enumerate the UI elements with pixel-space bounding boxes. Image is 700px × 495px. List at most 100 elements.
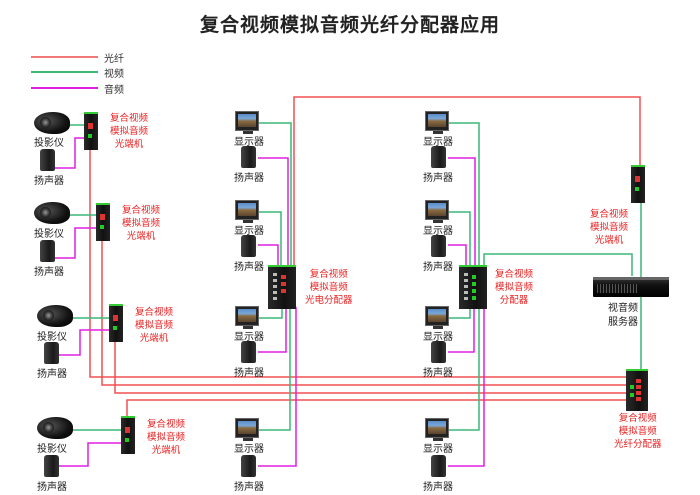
fiber-wires <box>89 96 641 430</box>
label-line: 视音频 <box>608 303 638 314</box>
label-line: 复合视频 <box>135 307 174 318</box>
speaker-icon <box>241 146 256 168</box>
monitor-label: 显示器 <box>423 332 453 343</box>
legend-label-audio: 音频 <box>104 85 124 96</box>
audio-wire <box>258 307 287 353</box>
projector-label: 投影仪 <box>34 229 64 240</box>
label-line: 光纤分配器 <box>614 439 662 450</box>
diagram-title: 复合视频模拟音频光纤分配器应用 <box>199 14 500 36</box>
label-line: 模拟音频 <box>590 222 629 233</box>
speaker-label: 扬声器 <box>234 173 264 184</box>
label-line: 光端机 <box>126 231 156 242</box>
label-line: 光端机 <box>594 235 624 246</box>
fiber-distributor-icon <box>626 369 648 411</box>
fiber-distributor-label: 复合视频 模拟音频 光纤分配器 <box>614 412 662 451</box>
optical-transceiver-icon <box>121 416 135 454</box>
label-line: 复合视频 <box>590 209 629 220</box>
video-wire <box>258 307 283 319</box>
monitor-icon <box>425 306 449 329</box>
label-line: 模拟音频 <box>122 218 161 229</box>
distributor-label: 复合视频 模拟音频 光电分配器 <box>305 268 353 307</box>
label-line: 复合视频 <box>147 419 186 430</box>
optical-transceiver-icon <box>631 165 645 203</box>
audio-wire <box>58 442 121 467</box>
transceiver-label: 复合视频 模拟音频 光端机 <box>122 204 160 243</box>
monitor-icon <box>235 200 259 223</box>
video-wire <box>258 122 292 266</box>
speaker-icon <box>431 341 446 363</box>
label-line: 复合视频 <box>122 205 161 216</box>
projector-icon <box>37 417 73 439</box>
video-wire <box>448 307 471 319</box>
label-line: 模拟音频 <box>110 126 149 137</box>
optical-transceiver-icon <box>109 304 123 342</box>
speaker-label: 扬声器 <box>34 267 64 278</box>
monitor-label: 显示器 <box>234 226 264 237</box>
audio-wire <box>258 244 279 266</box>
projector-label: 投影仪 <box>37 332 67 343</box>
video-wire <box>448 307 480 431</box>
video-wire <box>258 307 291 431</box>
label-line: 光端机 <box>151 445 181 456</box>
av-server-icon <box>593 277 669 297</box>
projector-icon <box>34 112 70 134</box>
optical-transceiver-icon <box>96 203 110 241</box>
video-wire <box>258 211 282 266</box>
speaker-icon <box>40 149 55 171</box>
label-line: 模拟音频 <box>618 426 657 437</box>
label-line: 光端机 <box>114 139 144 150</box>
av-optical-distributor-icon <box>268 265 296 309</box>
video-wire <box>448 122 480 266</box>
speaker-label: 扬声器 <box>234 368 264 379</box>
speaker-label: 扬声器 <box>423 482 453 493</box>
monitor-icon <box>235 306 259 329</box>
projector-label: 投影仪 <box>37 444 67 455</box>
label-line: 复合视频 <box>309 269 348 280</box>
video-wire <box>448 211 471 266</box>
speaker-label: 扬声器 <box>34 176 64 187</box>
video-wires <box>70 122 642 431</box>
speaker-label: 扬声器 <box>37 369 67 380</box>
speaker-icon <box>431 455 446 477</box>
monitor-label: 显示器 <box>423 226 453 237</box>
speaker-icon <box>241 341 256 363</box>
audio-wire <box>258 307 297 467</box>
speaker-icon <box>44 342 59 364</box>
speaker-label: 扬声器 <box>423 173 453 184</box>
monitor-icon <box>235 418 259 441</box>
monitor-label: 显示器 <box>234 444 264 455</box>
legend-label-video: 视频 <box>104 69 124 80</box>
monitor-icon <box>425 200 449 223</box>
label-line: 光电分配器 <box>305 295 353 306</box>
transceiver-label: 复合视频 模拟音频 光端机 <box>147 418 185 457</box>
audio-wire <box>448 244 467 266</box>
video-wire <box>483 253 633 276</box>
server-label: 视音频 服务器 <box>608 302 638 330</box>
monitor-label: 显示器 <box>423 444 453 455</box>
audio-wires <box>55 137 485 467</box>
label-line: 模拟音频 <box>135 320 174 331</box>
label-line: 复合视频 <box>495 269 534 280</box>
speaker-label: 扬声器 <box>234 262 264 273</box>
monitor-icon <box>425 418 449 441</box>
speaker-label: 扬声器 <box>423 368 453 379</box>
speaker-label: 扬声器 <box>37 482 67 493</box>
label-line: 模拟音频 <box>309 282 348 293</box>
transceiver-label: 复合视频 模拟音频 光端机 <box>110 112 148 151</box>
transceiver-label: 复合视频 模拟音频 光端机 <box>135 306 173 345</box>
optical-transceiver-icon <box>84 112 98 150</box>
fiber-wire <box>126 399 628 430</box>
audio-wire <box>55 329 109 356</box>
fiber-wire <box>293 96 641 265</box>
label-line: 模拟音频 <box>495 282 534 293</box>
audio-wire <box>55 227 96 259</box>
monitor-icon <box>425 111 449 134</box>
label-line: 复合视频 <box>618 413 657 424</box>
label-line: 复合视频 <box>110 113 149 124</box>
projector-label: 投影仪 <box>34 138 64 149</box>
monitor-label: 显示器 <box>234 137 264 148</box>
speaker-icon <box>44 455 59 477</box>
label-line: 光端机 <box>139 333 169 344</box>
speaker-label: 扬声器 <box>234 482 264 493</box>
